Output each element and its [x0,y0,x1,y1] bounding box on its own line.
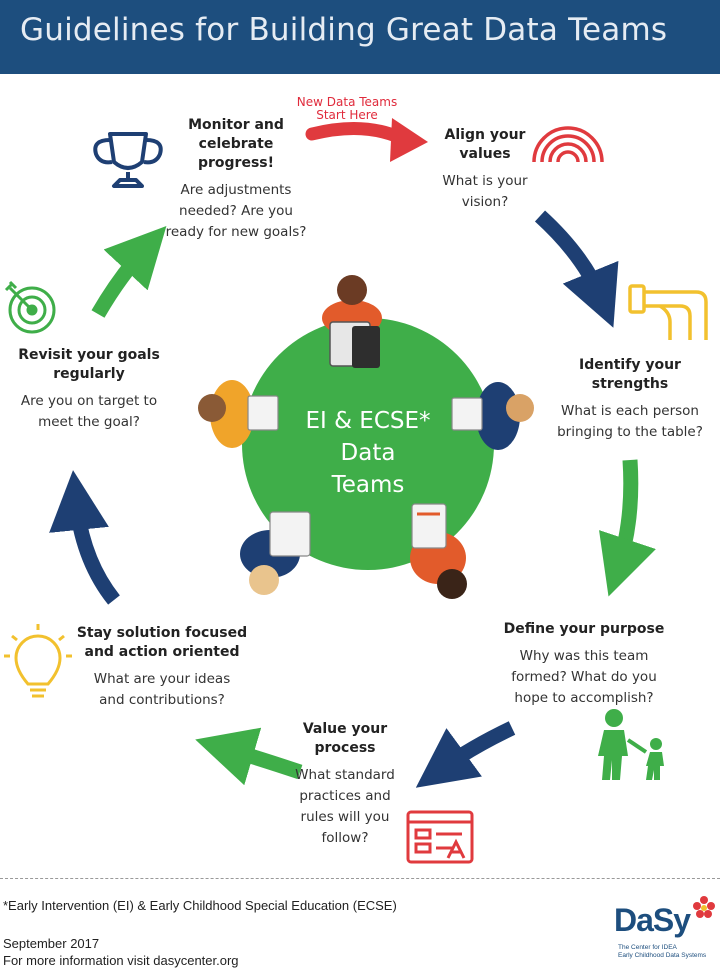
person-top [322,275,382,368]
lightbulb-icon [4,624,72,698]
trophy-icon [93,132,163,188]
step-title: Define your purpose [503,621,665,637]
footer-date: September 2017 [3,936,100,951]
header-bar: Guidelines for Building Great Data Teams [0,0,720,74]
footer-date-info: September 2017 For more information visi… [3,935,239,969]
person-bottom-right [410,503,467,599]
footer-more-info: For more information visit dasycenter.or… [3,953,239,968]
arrow-process-to-solution [195,727,303,786]
arrow-purpose-to-process [415,721,516,788]
arrow-solution-to-goals [49,470,120,605]
center-line-1: EI & ECSE* [305,408,431,434]
footer-divider [0,878,720,879]
logo-flower-icon [693,896,715,918]
page-title: Guidelines for Building Great Data Teams [20,12,668,48]
logo-tagline: The Center for IDEA Early Childhood Data… [618,944,707,959]
person-bottom-left [240,511,311,595]
person-right [451,382,534,450]
logo-name: DaSy [614,902,691,938]
parent-child-icon [598,709,664,780]
center-line-2: Data [340,440,396,466]
form-icon [406,810,474,864]
start-label: New Data Teams Start Here [296,95,398,122]
center-label: EI & ECSE* Data Teams [300,405,436,501]
step-title: Identify your strengths [579,357,681,392]
center-line-3: Teams [331,472,405,498]
start-arrow [305,118,428,162]
step-identify-strengths: Identify your strengths What is each per… [540,356,720,443]
arrow-strengths-to-purpose [599,459,656,597]
person-left [198,380,279,448]
pipes-icon [628,284,708,340]
arrow-goals-to-monitor [91,226,167,318]
arrow-values-to-strengths [534,210,619,328]
rainbow-icon [532,126,604,163]
footnote: *Early Intervention (EI) & Early Childho… [3,898,397,913]
target-icon [4,280,56,334]
